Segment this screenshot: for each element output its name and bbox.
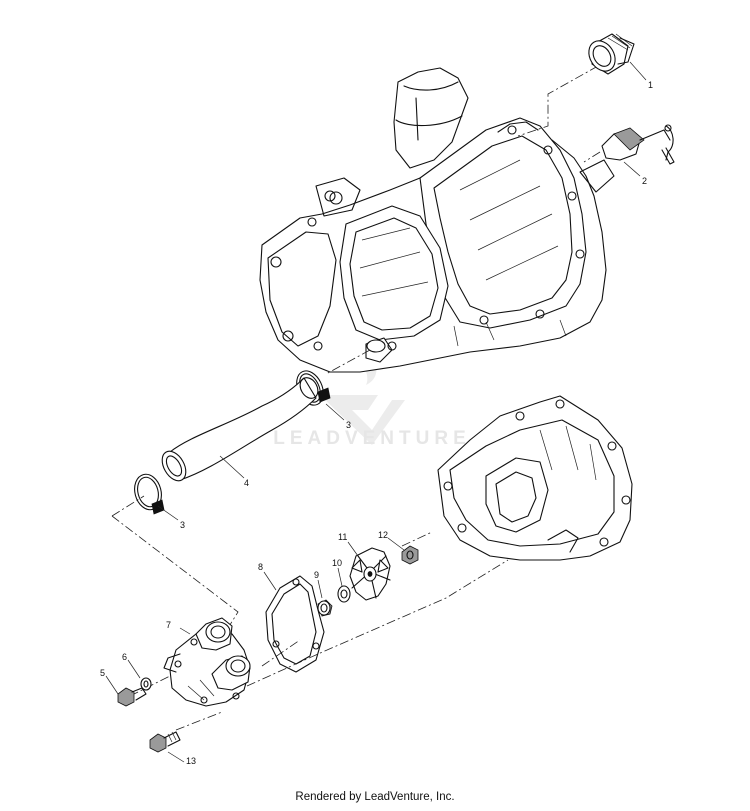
part-10-washer: [337, 585, 351, 603]
callout-3-upper: 3: [346, 420, 351, 430]
part-12-nut: [401, 545, 419, 565]
part-9-seal: [317, 599, 333, 617]
callout-7: 7: [166, 620, 171, 630]
callout-10: 10: [332, 558, 342, 568]
footer-credit: Rendered by LeadVenture, Inc.: [295, 791, 455, 803]
callout-2: 2: [642, 176, 647, 186]
part-7-pump-cover: [163, 617, 251, 707]
part-11-impeller: [349, 547, 391, 601]
part-3-clamp-lower: [134, 473, 165, 515]
callout-12: 12: [378, 530, 388, 540]
part-1-plug: [588, 33, 635, 75]
callout-3-lower: 3: [180, 520, 185, 530]
watermark-text: LEADVENTURE: [273, 428, 471, 449]
part-4-hose: [161, 377, 319, 482]
callout-1: 1: [648, 80, 653, 90]
part-2-sensor: [601, 124, 675, 165]
crankcase: [437, 395, 633, 561]
callout-labels: 1 2 3 3 4 5 6 7 8 9 10 11 12 13: [100, 80, 653, 766]
callout-11: 11: [338, 532, 347, 542]
callout-leaders: [105, 61, 647, 763]
part-6-washer: [140, 677, 152, 691]
callout-13: 13: [186, 756, 196, 766]
callout-4: 4: [244, 478, 249, 488]
cylinder-head: [259, 67, 615, 373]
callout-9: 9: [314, 570, 319, 580]
callout-8: 8: [258, 562, 263, 572]
callout-5: 5: [100, 668, 105, 678]
part-13-bolt: [149, 731, 181, 753]
callout-6: 6: [122, 652, 127, 662]
part-8-gasket: [265, 575, 325, 673]
part-5-bolt: [117, 687, 147, 707]
